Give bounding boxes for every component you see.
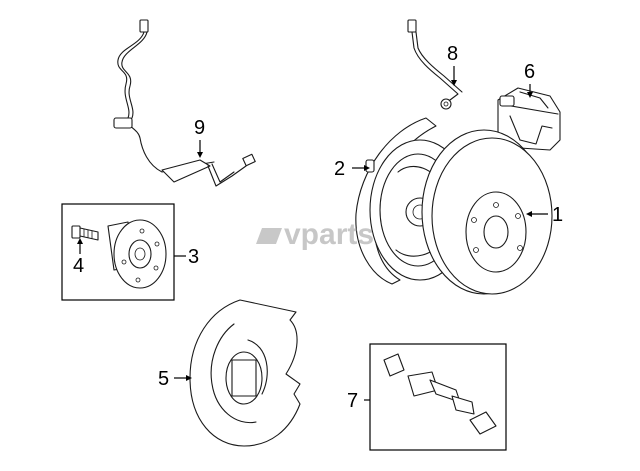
brake-caliper (497, 87, 561, 151)
callout-3: 3 (188, 246, 199, 268)
callout-1: 1 (552, 204, 563, 226)
hub-bolt (71, 225, 99, 241)
adjuster-group-box (369, 343, 507, 451)
wheel-hub (107, 219, 167, 289)
abs-sensor-harness (113, 19, 256, 187)
backing-plate (189, 299, 301, 447)
callout-9: 9 (194, 117, 205, 139)
brake-hose (407, 19, 463, 110)
watermark: vparts (256, 218, 374, 251)
hub-group-box (61, 203, 175, 301)
brake-adjuster (383, 353, 497, 435)
callout-7: 7 (347, 390, 358, 412)
leader-arrows (77, 80, 533, 381)
callout-5: 5 (158, 368, 169, 390)
callout-8: 8 (447, 43, 458, 65)
callout-6: 6 (524, 61, 535, 83)
callout-2: 2 (334, 158, 345, 180)
callout-4: 4 (73, 255, 84, 277)
brake-rotor (421, 129, 553, 295)
watermark-text: vparts (284, 218, 374, 251)
